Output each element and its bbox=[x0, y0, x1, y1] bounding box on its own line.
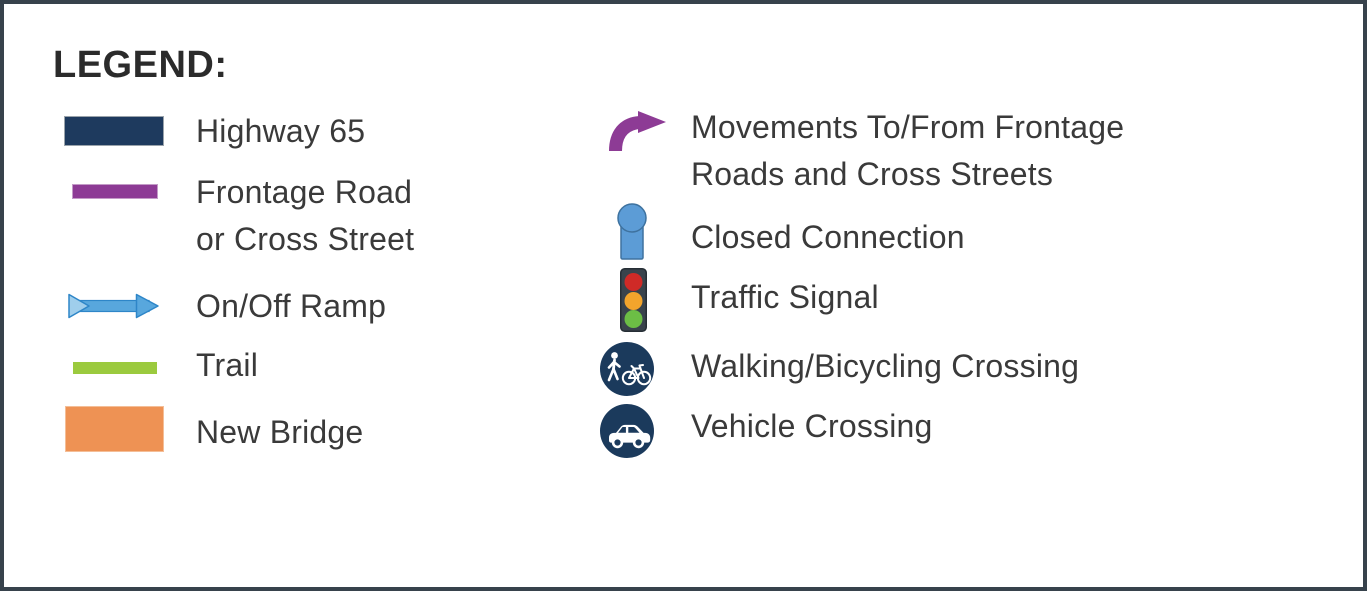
walking-bicycling-crossing-icon bbox=[600, 342, 654, 396]
vehicle-crossing-label: Vehicle Crossing bbox=[691, 408, 933, 444]
frontage-road-label-line2: or Cross Street bbox=[196, 221, 415, 257]
movements-curved-arrow-icon bbox=[609, 111, 666, 151]
highway-65-label: Highway 65 bbox=[196, 113, 366, 149]
new-bridge-swatch-icon bbox=[65, 406, 164, 452]
frontage-road-swatch-icon bbox=[72, 184, 158, 199]
movements-label-line1: Movements To/From Frontage bbox=[691, 109, 1125, 145]
highway-65-swatch-icon bbox=[64, 116, 164, 146]
on-off-ramp-arrow-icon bbox=[68, 293, 159, 319]
new-bridge-label: New Bridge bbox=[196, 414, 364, 450]
closed-connection-label: Closed Connection bbox=[691, 219, 965, 255]
legend-title: LEGEND: bbox=[53, 44, 228, 86]
frontage-road-label: Frontage Road or Cross Street bbox=[196, 169, 414, 263]
frontage-road-label-line1: Frontage Road bbox=[196, 174, 413, 210]
traffic-signal-icon bbox=[620, 268, 647, 332]
movements-label: Movements To/From Frontage Roads and Cro… bbox=[691, 104, 1124, 198]
traffic-signal-label: Traffic Signal bbox=[691, 279, 879, 315]
vehicle-crossing-icon bbox=[600, 404, 654, 458]
walking-bicycling-crossing-label: Walking/Bicycling Crossing bbox=[691, 348, 1080, 384]
trail-label: Trail bbox=[196, 347, 259, 383]
trail-swatch-icon bbox=[73, 362, 157, 374]
closed-connection-icon bbox=[617, 203, 647, 260]
on-off-ramp-label: On/Off Ramp bbox=[196, 288, 387, 324]
movements-label-line2: Roads and Cross Streets bbox=[691, 156, 1054, 192]
